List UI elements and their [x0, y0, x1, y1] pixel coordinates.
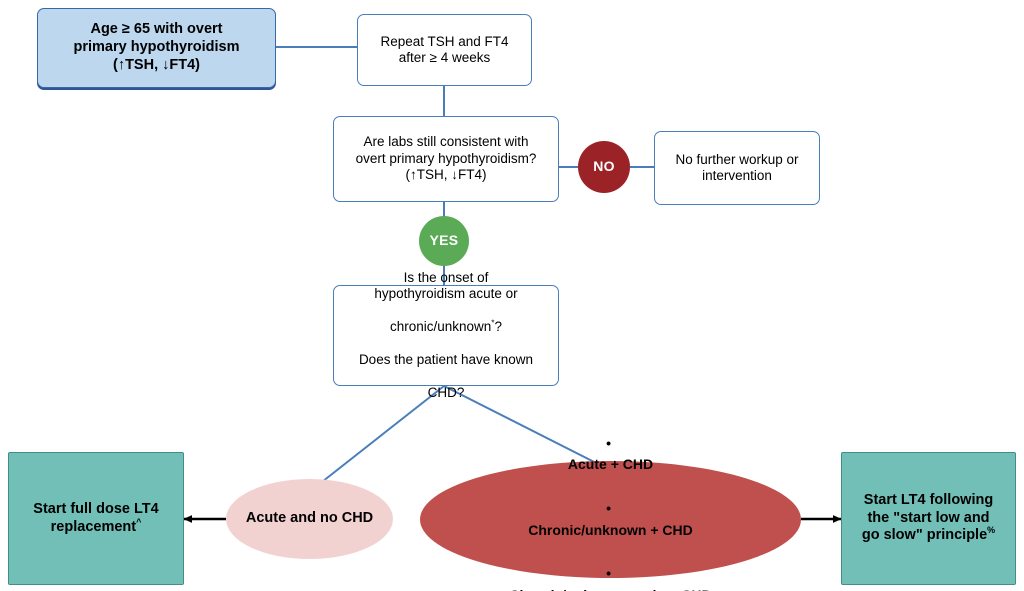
node-start-low-go-slow[interactable]: Start LT4 following the "start low and g…: [841, 452, 1016, 585]
start-low-footnote-marker: %: [987, 525, 996, 536]
onset-line-1: Is the onset of: [403, 269, 489, 285]
node-start-full-dose[interactable]: Start full dose LT4 replacement^: [8, 452, 184, 585]
node-labs-question[interactable]: Are labs still consistent with overt pri…: [333, 116, 559, 202]
onset-line-3: chronic/unknown*?: [334, 317, 558, 335]
node-start-full-dose-label: Start full dose LT4 replacement^: [9, 501, 183, 536]
node-onset-question[interactable]: Is the onset of hypothyroidism acute or …: [333, 270, 559, 400]
node-repeat-labs[interactable]: Repeat TSH and FT4 after ≥ 4 weeks: [357, 14, 532, 86]
onset-line-2: hypothyroidism acute or: [374, 286, 518, 302]
node-repeat-labs-label: Repeat TSH and FT4 after ≥ 4 weeks: [380, 33, 509, 65]
node-acute-and-no-chd-label: Acute and no CHD: [245, 510, 374, 527]
onset-line-5: CHD?: [427, 384, 465, 400]
bullet-item-2: • Chronic/unknown + CHD: [420, 498, 801, 541]
bullet-item-1-label: Acute + CHD: [567, 456, 654, 473]
node-onset-question-label: Is the onset of hypothyroidism acute or …: [334, 253, 558, 418]
node-no-further-workup-label: No further workup or intervention: [675, 151, 799, 183]
node-start[interactable]: Age ≥ 65 with overt primary hypothyroidi…: [37, 8, 276, 88]
onset-footnote-marker: *: [491, 317, 495, 328]
badge-yes-label: YES: [429, 232, 459, 249]
bullet-item-2-label: Chronic/unknown + CHD: [528, 521, 693, 538]
node-acute-and-no-chd[interactable]: Acute and no CHD: [226, 479, 393, 559]
badge-no-label: NO: [593, 158, 615, 175]
node-start-low-go-slow-label: Start LT4 following the "start low and g…: [842, 492, 1015, 545]
node-no-further-workup[interactable]: No further workup or intervention: [654, 131, 820, 205]
node-labs-question-label: Are labs still consistent with overt pri…: [355, 134, 537, 183]
bullet-item-3-label: Chronic/unknown and no CHD: [420, 585, 801, 591]
full-dose-text: Start full dose LT4 replacement: [33, 500, 159, 535]
badge-no[interactable]: NO: [578, 141, 630, 193]
bullet-item-3: • Chronic/unknown and no CHD: [420, 563, 801, 591]
onset-line-3-text: chronic/unknown: [389, 319, 492, 335]
full-dose-footnote-marker: ^: [136, 516, 142, 527]
node-other-risk-groups-bullets: • Acute + CHD • Chronic/unknown + CHD • …: [420, 411, 801, 591]
node-other-risk-groups[interactable]: • Acute + CHD • Chronic/unknown + CHD • …: [420, 435, 801, 591]
onset-line-3-tail: ?: [494, 319, 503, 335]
node-start-label: Age ≥ 65 with overt primary hypothyroidi…: [73, 21, 240, 73]
badge-yes[interactable]: YES: [419, 216, 469, 266]
onset-line-4: Does the patient have known: [358, 351, 534, 367]
start-low-text: Start LT4 following the "start low and g…: [861, 491, 994, 544]
bullet-item-1: • Acute + CHD: [420, 433, 801, 476]
